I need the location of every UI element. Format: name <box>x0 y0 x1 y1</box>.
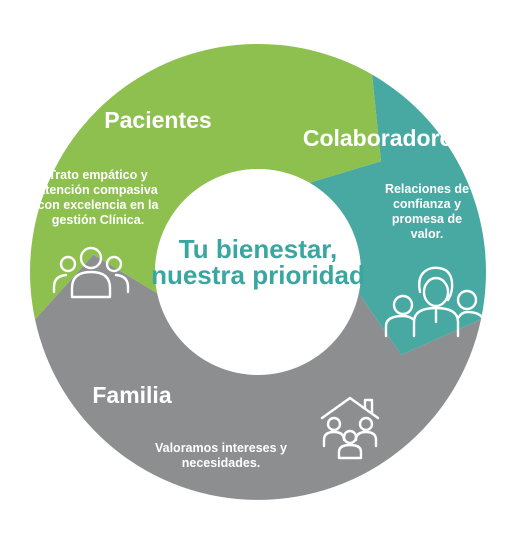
segment-title-familia: Familia <box>92 382 171 408</box>
segment-title-pacientes: Pacientes <box>104 107 211 133</box>
segment-layer <box>30 43 486 500</box>
segment-desc-familia-2: necesidades. <box>182 456 261 470</box>
center-title-line-1: Tu bienestar, <box>179 234 337 264</box>
segment-desc-colaboradores-3: promesa de <box>392 212 462 226</box>
segment-familia <box>35 254 481 500</box>
segment-pacientes <box>30 43 382 320</box>
segment-desc-familia-1: Valoramos intereses y <box>155 441 287 455</box>
segment-title-colaboradores: Colaboradores <box>303 125 465 151</box>
segment-desc-colaboradores-1: Relaciones de <box>385 182 469 196</box>
center-title-line-2: nuestra prioridad <box>151 260 365 290</box>
people-group-icon <box>52 246 130 299</box>
segment-desc-colaboradores-2: confianza y <box>393 197 461 211</box>
segment-desc-pacientes-3: con excelencia en la <box>38 198 160 212</box>
center-circle <box>155 169 361 375</box>
team-icon <box>384 266 486 338</box>
segment-desc-colaboradores-4: valor. <box>411 227 444 241</box>
segment-desc-pacientes-1: Trato empático y <box>48 168 147 182</box>
segment-colaboradores <box>309 74 486 355</box>
segment-desc-pacientes-2: atención compasiva <box>38 183 159 197</box>
family-house-icon <box>320 396 380 460</box>
segment-desc-pacientes-4: gestión Clínica. <box>52 213 144 227</box>
